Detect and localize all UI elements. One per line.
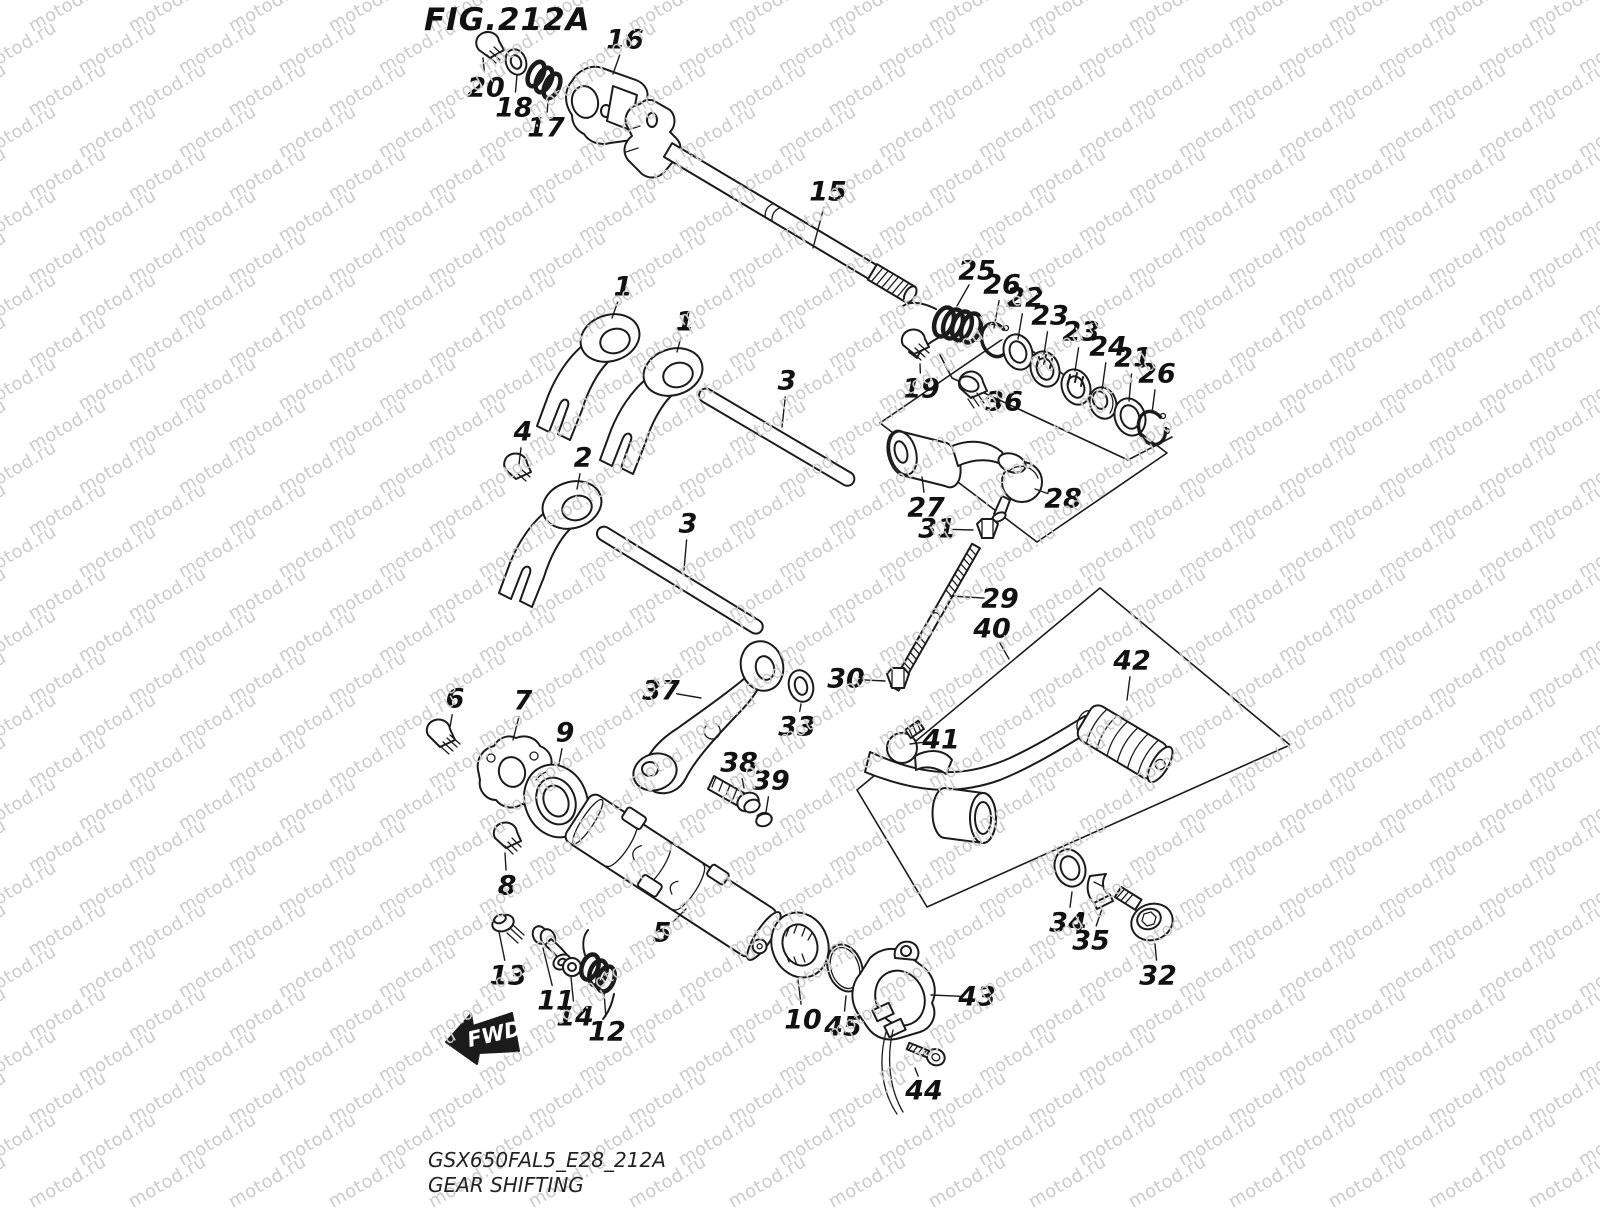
part-39-cap [754,812,773,829]
part-leader-35 [1096,909,1102,926]
part-label-2: 2 [574,443,593,474]
part-leader-43 [931,995,961,996]
part-3-fork-shaft-upper [696,386,856,488]
part-label-17: 17 [527,113,565,144]
part-leader-13 [499,932,505,960]
part-40-lever-assembly [865,708,1096,843]
part-label-29: 29 [981,584,1019,615]
part-44-screw [905,1039,947,1068]
part-label-5: 5 [653,918,672,949]
part-label-45: 45 [823,1012,862,1043]
part-label-10: 10 [784,1005,822,1036]
part-leader-9 [559,749,562,764]
part-label-16: 16 [606,25,644,56]
part-label-44: 44 [904,1076,943,1107]
part-28-ball-joint [991,450,1042,524]
part-leader-37 [677,694,701,698]
part-leader-29 [950,596,984,598]
part-leader-3 [684,540,687,570]
part-leader-45 [845,996,846,1011]
part-14-washer [563,958,581,976]
part-leader-42 [1127,677,1130,700]
part-label-1: 1 [614,272,633,303]
part-leader-34 [1070,892,1072,907]
part-label-9: 9 [556,718,575,749]
part-34-washer [1049,845,1090,891]
part-label-41: 41 [921,725,960,756]
part-6-screw [427,719,460,754]
part-label-15: 15 [809,177,847,208]
part-leader-30 [862,680,885,681]
part-18-washer [502,46,530,77]
figure-title: FIG.212A [424,2,591,38]
part-label-7: 7 [514,686,533,717]
fwd-arrow: FWD [446,1013,524,1064]
part-leader-17 [547,101,548,112]
part-3-fork-shaft-lower [594,524,765,636]
part-leader-32 [1155,944,1157,960]
part-32-bolt [1115,887,1178,946]
part-leader-23 [1075,348,1079,371]
part-27-shift-head [885,428,1008,487]
part-42-pedal-rubber [1074,702,1177,786]
part-label-3: 3 [778,366,797,397]
part-leader-11 [543,948,552,985]
part-31-nut [977,519,998,538]
part-leader-12 [604,992,606,1016]
part-35-clip [1088,874,1113,909]
part-leader-31 [953,529,973,530]
part-label-37: 37 [642,676,680,707]
part-label-35: 35 [1072,926,1110,957]
part-leader-6 [450,715,452,727]
part-36-bolt [957,372,987,408]
part-4-bolt [504,453,531,481]
part-leader-8 [505,853,506,870]
part-leader-3 [782,397,785,427]
part-label-42: 42 [1112,646,1151,677]
part-label-26: 26 [1138,359,1176,390]
part-leader-39 [766,797,768,812]
part-leader-18 [515,75,517,92]
part-leader-23 [1044,332,1048,354]
part-label-1: 1 [676,307,695,338]
part-leader-24 [1102,363,1106,390]
part-leader-10 [798,980,801,1004]
part-label-28: 28 [1044,484,1082,515]
part-13-bolt [490,912,524,943]
part-5-shift-cam [562,786,790,965]
part-label-12: 12 [588,1017,626,1048]
part-19-bolt [902,329,929,360]
part-label-6: 6 [446,684,465,715]
part-33-washer [785,667,816,704]
part-label-40: 40 [972,614,1011,645]
part-15-shift-shaft [625,100,920,305]
part-30-nut [887,668,909,688]
part-leader-38 [742,779,744,788]
part-label-31: 31 [918,514,956,545]
part-leader-20 [483,58,484,72]
part-leader-16 [613,55,620,74]
part-label-30: 30 [827,664,865,695]
part-8-bolt [494,822,521,854]
footer-section-name: GEAR SHIFTING [428,1173,584,1197]
part-label-19: 19 [902,374,940,405]
part-leader-33 [800,704,801,711]
part-2-shift-fork [499,474,608,607]
part-label-36: 36 [985,387,1023,418]
footer-model-code: GSX650FAL5_E28_212A [428,1148,666,1172]
part-leader-21 [1129,374,1132,401]
part-leader-40 [1000,643,1009,659]
part-label-3: 3 [679,509,698,540]
part-label-32: 32 [1139,961,1177,992]
part-label-4: 4 [513,417,533,448]
part-label-43: 43 [957,982,996,1013]
part-label-33: 33 [778,712,816,743]
part-label-13: 13 [489,961,527,992]
part-leader-26 [1152,390,1155,413]
part-leader-25 [957,285,969,306]
part-label-8: 8 [498,871,517,902]
part-label-39: 39 [752,766,790,797]
